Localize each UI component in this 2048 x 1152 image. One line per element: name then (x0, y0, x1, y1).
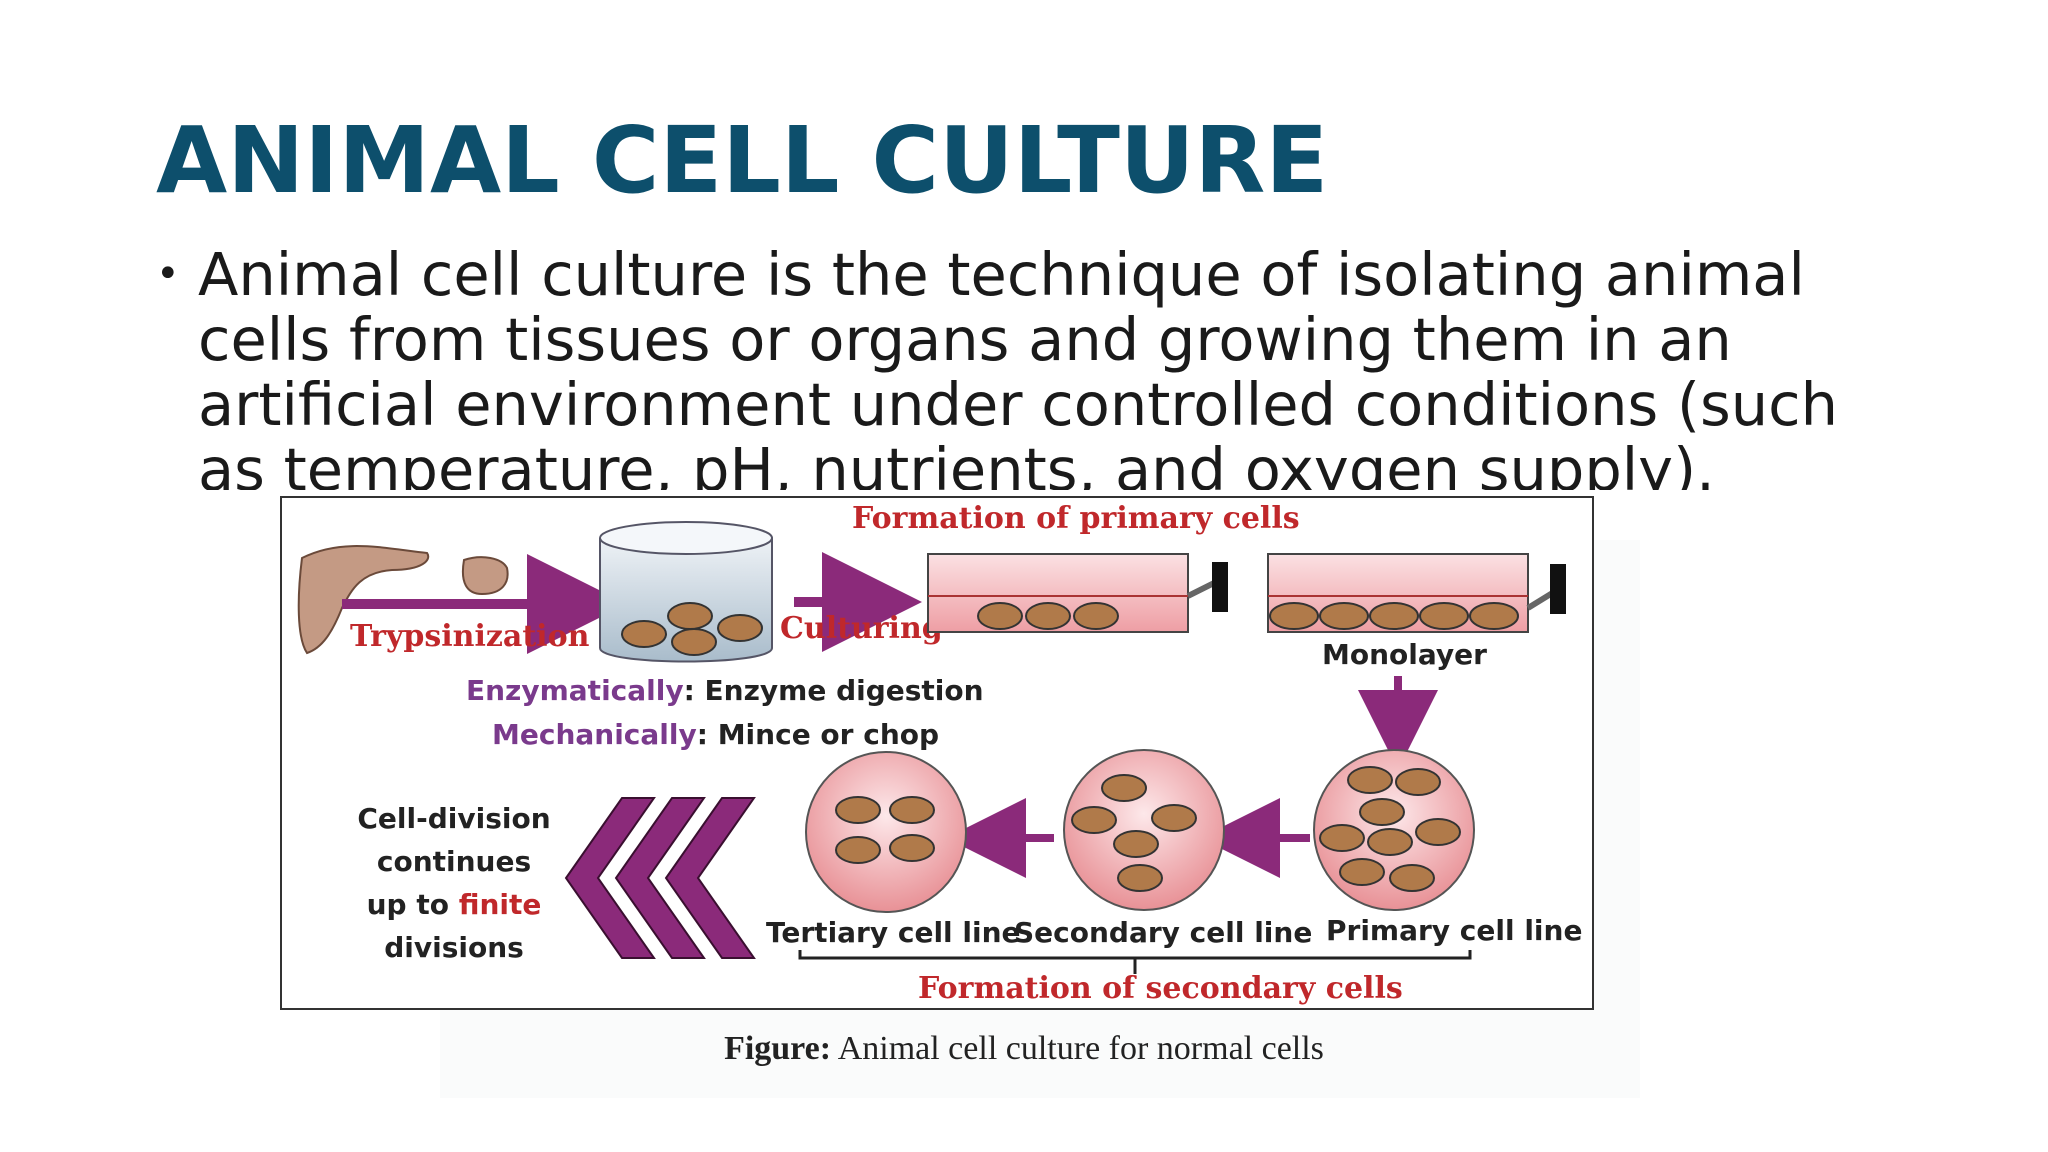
enzymatically-desc: : Enzyme digestion (684, 674, 984, 707)
mechanically-term: Mechanically (492, 718, 697, 751)
cell-culture-figure: Trypsinization Culturing Formation of pr… (280, 496, 1594, 1010)
cell-division-line1: Cell-division (357, 802, 550, 835)
tertiary-label: Tertiary cell line (766, 916, 1021, 949)
figure-diagram: Trypsinization Culturing Formation of pr… (297, 501, 1582, 1006)
beaker-icon (599, 521, 773, 663)
tertiary-cell-circle (805, 751, 967, 913)
culture-flask-monolayer (1267, 553, 1566, 633)
bullet-paragraph: • Animal cell culture is the technique o… (156, 242, 1916, 490)
primary-cell-circle (1313, 749, 1475, 911)
tissue-organ (297, 545, 509, 655)
secondary-bracket (798, 950, 1472, 974)
enzymatically-term: Enzymatically (466, 674, 684, 707)
caption-text: Animal cell culture for normal cells (831, 1030, 1324, 1067)
mechanically-line: Mechanically: Mince or chop (492, 718, 939, 751)
caption-label: Figure: (724, 1030, 832, 1067)
cell-division-finite: finite (459, 888, 542, 921)
cell-division-line4: divisions (384, 931, 524, 964)
trypsinization-label: Trypsinization (350, 619, 590, 654)
chevrons-icon (564, 797, 756, 959)
figure-caption: Figure: Animal cell culture for normal c… (0, 1030, 2048, 1068)
secondary-cell-circle (1063, 749, 1225, 911)
mechanically-desc: : Mince or chop (697, 718, 939, 751)
primary-label: Primary cell line (1326, 914, 1582, 947)
secondary-label: Secondary cell line (1014, 916, 1312, 949)
bullet-symbol: • (156, 251, 180, 297)
culturing-label: Culturing (780, 611, 943, 646)
formation-secondary-title: Formation of secondary cells (918, 971, 1403, 1006)
slide-title: ANIMAL CELL CULTURE (156, 107, 1329, 214)
monolayer-label: Monolayer (1322, 638, 1487, 671)
culture-flask-1 (927, 553, 1228, 633)
cell-division-line2: continues (377, 845, 531, 878)
cell-division-line3: up to finite (367, 888, 542, 921)
cell-division-upto: up to (367, 888, 459, 921)
bullet-text: Animal cell culture is the technique of … (198, 242, 1838, 490)
formation-primary-title: Formation of primary cells (852, 501, 1300, 536)
enzymatically-line: Enzymatically: Enzyme digestion (466, 674, 984, 707)
